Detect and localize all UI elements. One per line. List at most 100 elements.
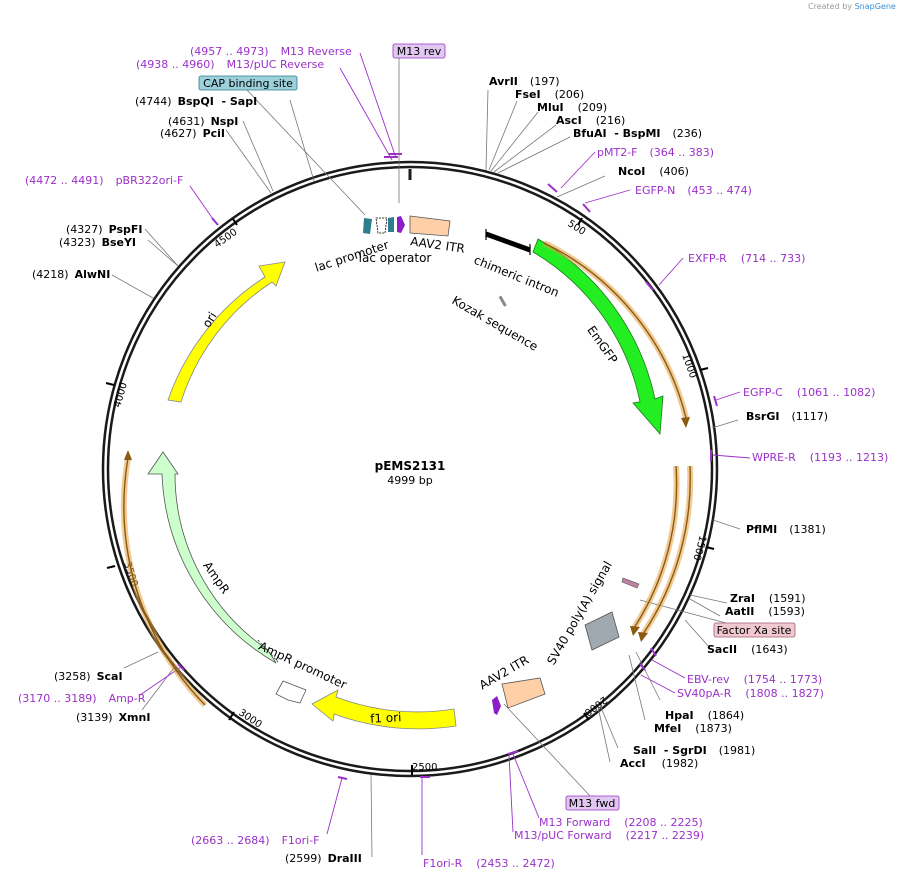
- ori-arrow: [167, 261, 286, 403]
- backbone: [101, 160, 719, 778]
- svg-text:EGFP-N(453 .. 474): EGFP-N(453 .. 474): [635, 184, 752, 197]
- primer-marks: [177, 153, 718, 780]
- svg-text:(3139)XmnI: (3139)XmnI: [76, 711, 150, 724]
- svg-text:SalI - SgrDI(1981): SalI - SgrDI (1981): [633, 744, 755, 757]
- primer-range: (4938 .. 4960): [136, 58, 215, 71]
- svg-text:SacII(1643): SacII (1643): [707, 643, 788, 656]
- enzyme-name: FseI: [515, 88, 541, 101]
- ampr-promoter-shape: [275, 680, 307, 704]
- svg-text:(4327)PspFI: (4327)PspFI: [66, 223, 142, 236]
- label-sv40-polya: SV40 poly(A) signal: [544, 559, 615, 667]
- svg-text:EBV-rev(1754 .. 1773): EBV-rev (1754 .. 1773): [687, 673, 822, 686]
- svg-text:SV40pA-R(1808 .. 1827): SV40pA-R (1808 .. 1827): [677, 687, 824, 700]
- enzyme-name: SacII: [707, 643, 737, 656]
- enzyme-labels-left: (2599)DraIII (3139)XmnI (3258) ScaI (4218…: [32, 95, 362, 865]
- m13-rev-text: M13 rev: [397, 45, 442, 58]
- enzyme-name: AscI: [556, 114, 582, 127]
- m13-rev-box: M13 rev: [392, 43, 446, 59]
- primer-range: (2663 .. 2684): [191, 834, 270, 847]
- enzyme-site: (209): [578, 101, 608, 114]
- plasmid-name: pEMS2131: [375, 459, 446, 473]
- enzyme-site: (1643): [751, 643, 788, 656]
- svg-text:(4957 .. 4973)M13 Reverse: (4957 .. 4973)M13 Reverse: [190, 45, 352, 58]
- m13-fwd-text: M13 fwd: [569, 797, 616, 810]
- svg-text:(4218)AlwNI: (4218) AlwNI: [32, 268, 110, 281]
- enzyme-name: SalI - SgrDI: [633, 744, 707, 757]
- primer-range: (1808 .. 1827): [745, 687, 824, 700]
- primer-labels-left: (2663 .. 2684) F1ori-F (3170 .. 3189)Amp-…: [18, 45, 352, 847]
- primer-range: (2217 .. 2239): [626, 829, 705, 842]
- enzyme-site: (1873): [695, 722, 732, 735]
- primer-name: F1ori-F: [282, 834, 320, 847]
- svg-text:(4323)BseYI: (4323) BseYI: [59, 236, 136, 249]
- enzyme-name: ScaI: [97, 670, 123, 683]
- enzyme-name: ZraI: [730, 592, 755, 605]
- enzyme-site: (1117): [791, 410, 828, 423]
- svg-text:(3258)ScaI: (3258) ScaI: [54, 670, 123, 683]
- svg-text:(3170 .. 3189)Amp-R: (3170 .. 3189)Amp-R: [18, 692, 146, 705]
- chimeric-intron-shape: [485, 231, 531, 253]
- enzyme-name: AlwNI: [75, 268, 111, 281]
- svg-text:AccI(1982): AccI(1982): [620, 757, 698, 770]
- enzyme-name: MfeI: [654, 722, 681, 735]
- svg-text:BsrGI(1117): BsrGI (1117): [746, 410, 828, 423]
- primer-leaders: [139, 52, 751, 855]
- enzyme-site: (4631): [168, 115, 205, 128]
- m13-fwd-box: M13 fwd: [565, 795, 620, 811]
- svg-text:(4627)PciI: (4627)PciI: [160, 127, 225, 140]
- primer-range: (1193 .. 1213): [810, 451, 889, 464]
- enzyme-name: BseYI: [102, 236, 136, 249]
- primer-range: (2453 .. 2472): [476, 857, 555, 870]
- enzyme-name: AccI: [620, 757, 646, 770]
- enzyme-site: (1981): [719, 744, 756, 757]
- enzyme-name: BsrGI: [746, 410, 779, 423]
- enzyme-name: PflMI: [746, 523, 777, 536]
- emgfp-orf-line: [543, 242, 687, 419]
- enzyme-site: (3258): [54, 670, 91, 683]
- enzyme-site: (1591): [769, 592, 806, 605]
- svg-text:MluI(209): MluI(209): [537, 101, 607, 114]
- enzyme-site: (4218): [32, 268, 69, 281]
- cap-binding-feature: [363, 218, 372, 234]
- factor-xa-text: Factor Xa site: [717, 624, 792, 637]
- svg-text:FseI(206): FseI(206): [515, 88, 584, 101]
- enzyme-name: HpaI: [665, 709, 694, 722]
- sv40-polya-shape: [584, 611, 620, 651]
- enzyme-site: (216): [596, 114, 626, 127]
- primer-range: (364 .. 383): [650, 146, 715, 159]
- svg-text:pMT2-F(364 .. 383): pMT2-F(364 .. 383): [597, 146, 714, 159]
- plasmid-length: 4999 bp: [387, 474, 432, 487]
- enzyme-name: NcoI: [618, 165, 645, 178]
- factor-xa-shape: [621, 577, 640, 589]
- svg-text:BfuAI - BspMI(236): BfuAI - BspMI (236): [573, 127, 702, 140]
- svg-text:(4472 .. 4491)pBR322ori-F: (4472 .. 4491)pBR322ori-F: [25, 174, 183, 187]
- svg-text:AvrII(197): AvrII(197): [489, 75, 560, 88]
- primer-name: EBV-rev: [687, 673, 730, 686]
- enzyme-name: BfuAI - BspMI: [573, 127, 661, 140]
- primer-name: M13 Reverse: [281, 45, 352, 58]
- enzyme-site: (4323): [59, 236, 96, 249]
- primer-range: (1754 .. 1773): [744, 673, 823, 686]
- m13rev-feature: [397, 216, 405, 233]
- svg-text:M13/pUC Forward(2217 .. 2239): M13/pUC Forward (2217 .. 2239): [514, 829, 704, 842]
- enzyme-labels: AvrII(197) FseI(206) MluI(209) AscI (216)…: [489, 75, 828, 770]
- enzyme-name: PciI: [203, 127, 225, 140]
- primer-name: M13/pUC Forward: [514, 829, 612, 842]
- enzyme-site: (2599): [285, 852, 322, 865]
- primer-range: (3170 .. 3189): [18, 692, 97, 705]
- enzyme-leaders: [111, 89, 741, 858]
- kozak-shape: [498, 295, 507, 307]
- svg-text:(2599)DraIII: (2599)DraIII: [285, 852, 362, 865]
- primer-name: EXFP-R: [688, 252, 727, 265]
- svg-text:PflMI(1381): PflMI(1381): [746, 523, 826, 536]
- label-lac-operator: lac operator: [359, 251, 432, 265]
- enzyme-site: (3139): [76, 711, 113, 724]
- primer-range: (4472 .. 4491): [25, 174, 104, 187]
- primer-name: EGFP-C: [743, 386, 783, 399]
- primer-name: EGFP-N: [635, 184, 675, 197]
- svg-text:(2663 .. 2684)F1ori-F: (2663 .. 2684) F1ori-F: [191, 834, 320, 847]
- primer-name: SV40pA-R: [677, 687, 732, 700]
- enzyme-site: (236): [673, 127, 703, 140]
- svg-text:F1ori-R(2453 .. 2472): F1ori-R(2453 .. 2472): [423, 857, 555, 870]
- credit-prefix: Created by: [808, 2, 853, 11]
